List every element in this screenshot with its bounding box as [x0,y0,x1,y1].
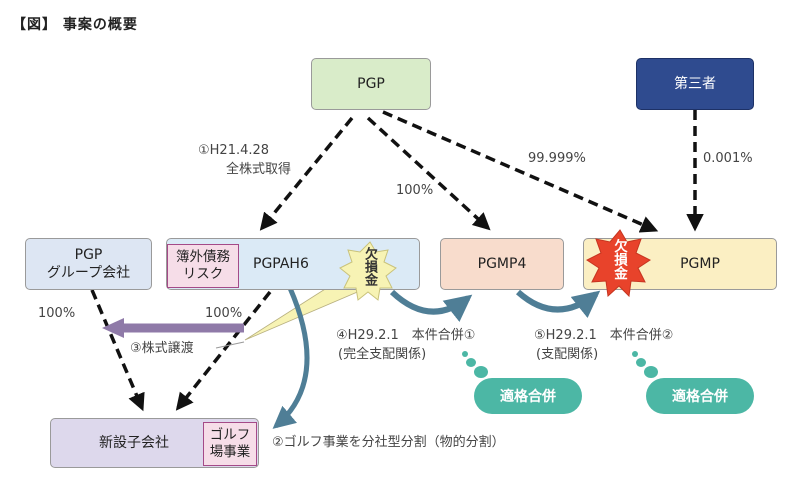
node-pgmp-label: PGMP [680,256,720,272]
node-pgmp4-label: PGMP4 [477,256,527,272]
node-third-party-label: 第三者 [674,76,716,92]
arrow-pgpah6-to-newco [175,290,272,411]
diagram-title: 【図】 事案の概要 [12,17,138,33]
node-pgp-group-line1: PGP [74,247,103,263]
node-third-party: 第三者 [636,58,754,110]
arrow-share-transfer-head [102,318,124,338]
label-step1-date: ①H21.4.28 [198,143,270,158]
label-pct-ah6: 100% [205,306,243,321]
pill-2-dot-small [632,351,638,357]
arrow-pgp-to-pgmp4 [366,116,491,231]
label-pct-third: 0.001% [703,151,753,166]
label-step3: ③株式譲渡 [130,341,194,356]
label-pct-pgp-pgmp4: 100% [396,183,434,198]
label-pct-pgp-pgmp: 99.999% [528,151,586,166]
offbook-line1: 簿外債務 [176,249,230,265]
label-step1-desc: 全株式取得 [226,162,292,177]
label-step5-title: ⑤H29.2.1 本件合併② [534,328,674,343]
pill-1-dot-medium [466,358,476,367]
pill-2-dot-medium [636,358,646,367]
golf-line1: ゴルフ [209,427,251,443]
node-pgp: PGP [311,58,431,110]
arrow-demerger [272,287,310,429]
pill-1-dot-large [474,366,488,378]
label-pct-group: 100% [38,306,76,321]
node-pgp-label: PGP [357,76,385,92]
loss-badge-pgmp: 欠損金 [611,239,627,280]
arrow-group-to-newco [90,289,145,412]
label-step2: ②ゴルフ事業を分社型分割（物的分割） [272,435,505,450]
label-step5-desc: (支配関係) [536,347,599,362]
qualified-merger-pill-2: 適格合併 [646,378,754,414]
pill-2-dot-large [644,366,658,378]
pgpah6-offbook-debt-risk: 簿外債務 リスク [167,244,239,288]
label-step4-desc: (完全支配関係) [338,347,427,362]
leader-line-step3 [215,341,245,349]
node-pgp-group: PGP グループ会社 [25,238,152,290]
golf-line2: 場事業 [209,444,251,460]
label-step4-title: ④H29.2.1 本件合併① [336,328,476,343]
node-pgmp4: PGMP4 [440,238,564,290]
node-pgp-group-line2: グループ会社 [46,265,131,281]
arrow-merger-1 [389,289,473,322]
qualified-merger-pill-1: 適格合併 [474,378,582,414]
loss-badge-pgpah6: 欠損金 [362,247,377,286]
arrow-pgp-to-pgpah6 [259,116,354,231]
new-company-golf-business: ゴルフ 場事業 [203,422,257,466]
pill-1-dot-small [462,351,468,357]
node-new-company-label: 新設子会社 [99,435,169,451]
arrow-merger-2 [516,289,601,319]
node-pgpah6-label: PGPAH6 [253,256,309,272]
arrow-pgp-to-pgmp [382,110,659,233]
offbook-line2: リスク [182,266,224,282]
